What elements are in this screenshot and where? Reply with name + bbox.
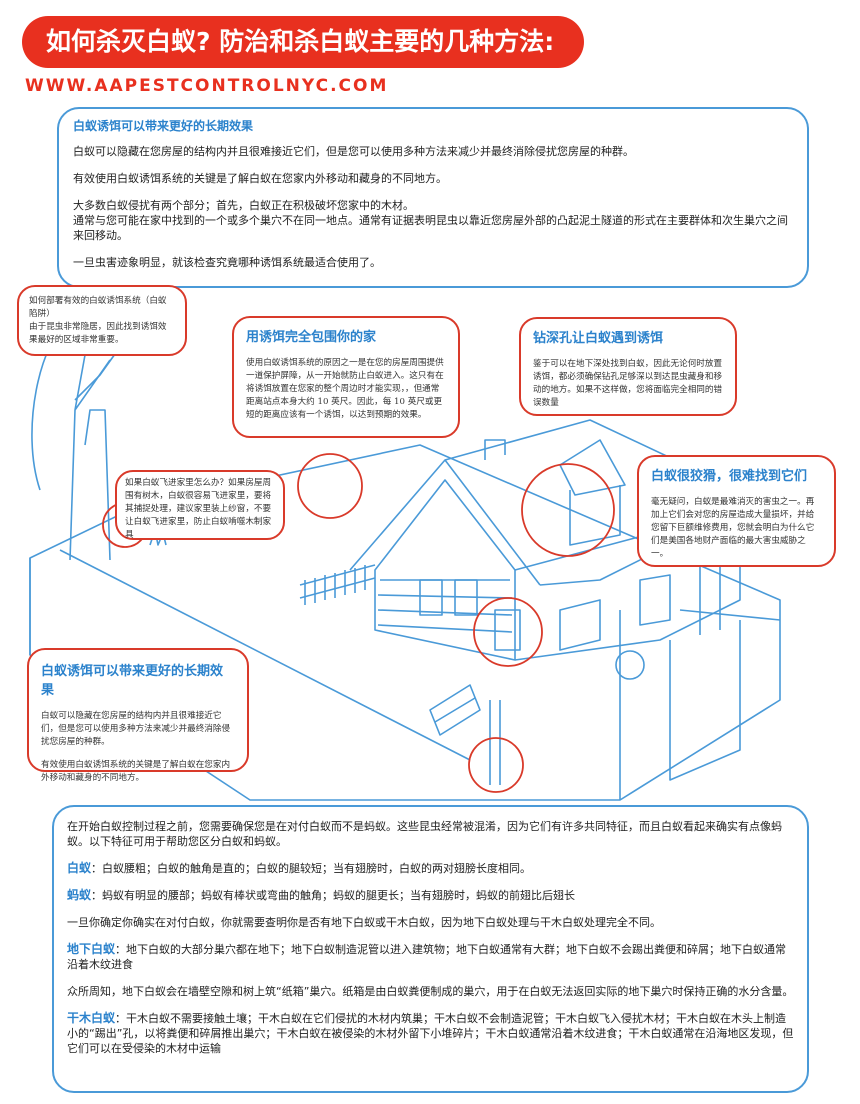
callout-cunning-text: 毫无疑问，白蚁是最难消灭的害虫之一。再加上它们会对您的房屋造成大量损坏，并给您留… <box>651 497 815 559</box>
intro-paragraph-4: 一旦虫害迹象明显，就该检查究竟哪种诱饵系统最适合使用了。 <box>73 256 381 269</box>
intro-paragraph-3: 大多数白蚁侵扰有两个部分；首先，白蚁正在积极破坏您家中的木材。 通常与您可能在家… <box>73 199 788 242</box>
termite-traits-text: ：白蚁腰粗；白蚁的触角是直的；白蚁的腿较短；当有翅膀时，白蚁的两对翅膀长度相同。 <box>91 862 532 875</box>
termite-vs-ant-box: 在开始白蚁控制过程之前，您需要确保您是在对付白蚁而不是蚂蚁。这些昆虫经常被混淆，… <box>52 805 809 1093</box>
ant-traits: 蚂蚁：蚂蚁有明显的腰部；蚂蚁有棒状或弯曲的触角；蚂蚁的腿更长；当有翅膀时，蚂蚁的… <box>67 888 794 903</box>
drywood-traits: 干木白蚁：干木白蚁不需要接触土壤；干木白蚁在它们侵扰的木材内筑巢；干木白蚁不会制… <box>67 1011 794 1056</box>
intro-heading: 白蚁诱饵可以带来更好的长期效果 <box>73 119 254 133</box>
ant-keyword: 蚂蚁 <box>67 888 92 902</box>
bottom-intro: 在开始白蚁控制过程之前，您需要确保您是在对付白蚁而不是蚂蚁。这些昆虫经常被混淆，… <box>67 820 782 848</box>
termite-traits: 白蚁：白蚁腰粗；白蚁的触角是直的；白蚁的腿较短；当有翅膀时，白蚁的两对翅膀长度相… <box>67 861 794 876</box>
callout-drill-holes: 钻深孔让白蚁遇到诱饵 鉴于可以在地下深处找到白蚁，因此无论何时放置诱饵，都必须确… <box>519 317 737 416</box>
callout-surround-text: 使用白蚁诱饵系统的原因之一是在您的房屋周围提供一道保护屏障，从一开始就防止白蚁进… <box>246 358 444 420</box>
callout-surround-heading: 用诱饵完全包围你的家 <box>246 330 377 345</box>
ant-traits-text: ：蚂蚁有明显的腰部；蚂蚁有棒状或弯曲的触角；蚂蚁的腿更长；当有翅膀时，蚂蚁的前翅… <box>91 889 576 902</box>
callout-deploy-bait: 如何部署有效的白蚁诱饵系统（白蚁陷阱） 由于昆虫非常隐居，因此找到诱饵效果最好的… <box>17 285 187 356</box>
drywood-keyword: 干木白蚁 <box>67 1011 116 1025</box>
carton-nest-text: 众所周知，地下白蚁会在墙壁空隙和树上筑“纸箱”巢穴。纸箱是由白蚁粪便制成的巢穴，… <box>67 985 794 998</box>
callout-deploy-text: 如何部署有效的白蚁诱饵系统（白蚁陷阱） 由于昆虫非常隐居，因此找到诱饵效果最好的… <box>29 296 167 345</box>
callout-flying-termites: 如果白蚁飞进家里怎么办？如果房屋周围有树木，白蚁很容易飞进家里，要将其捕捉处理，… <box>115 470 285 540</box>
callout-cunning-heading: 白蚁很狡猾，很难找到它们 <box>651 469 808 484</box>
termite-keyword: 白蚁 <box>67 861 92 875</box>
page-title: 如何杀灭白蚁? 防治和杀白蚁主要的几种方法: <box>22 16 584 68</box>
callout-bait-long-term: 白蚁诱饵可以带来更好的长期效果 白蚁可以隐藏在您房屋的结构内并且很难接近它们，但… <box>27 648 249 783</box>
drywood-traits-text: ：干木白蚁不需要接触土壤；干木白蚁在它们侵扰的木材内筑巢；干木白蚁不会制造泥管；… <box>67 1012 794 1055</box>
subterranean-keyword: 地下白蚁 <box>67 942 116 956</box>
intro-box: 白蚁诱饵可以带来更好的长期效果 白蚁可以隐藏在您房屋的结构内并且很难接近它们，但… <box>57 107 809 288</box>
identify-type-text: 一旦你确定你确实在对付白蚁，你就需要查明你是否有地下白蚁或干木白蚁，因为地下白蚁… <box>67 916 661 929</box>
callout-flying-text: 如果白蚁飞进家里怎么办？如果房屋周围有树木，白蚁很容易飞进家里，要将其捕捉处理，… <box>125 478 272 540</box>
website-url[interactable]: WWW.AAPESTCONTROLNYC.COM <box>25 76 389 96</box>
callout-bait-text-1: 白蚁可以隐藏在您房屋的结构内并且很难接近它们，但是您可以使用多种方法来减少并最终… <box>41 711 231 747</box>
callout-bait-heading: 白蚁诱饵可以带来更好的长期效果 <box>41 664 224 698</box>
subterranean-traits: 地下白蚁：地下白蚁的大部分巢穴都在地下；地下白蚁制造泥管以进入建筑物；地下白蚁通… <box>67 942 794 972</box>
callout-cunning-termites: 白蚁很狡猾，很难找到它们 毫无疑问，白蚁是最难消灭的害虫之一。再加上它们会对您的… <box>637 455 836 567</box>
subterranean-traits-text: ：地下白蚁的大部分巢穴都在地下；地下白蚁制造泥管以进入建筑物；地下白蚁通常有大群… <box>67 943 787 971</box>
intro-paragraph-1: 白蚁可以隐藏在您房屋的结构内并且很难接近它们，但是您可以使用多种方法来减少并最终… <box>73 145 634 158</box>
callout-surround-home: 用诱饵完全包围你的家 使用白蚁诱饵系统的原因之一是在您的房屋周围提供一道保护屏障… <box>232 316 460 438</box>
callout-bait-text-2: 有效使用白蚁诱饵系统的关键是了解白蚁在您家内外移动和藏身的不同地方。 <box>41 760 231 783</box>
intro-paragraph-2: 有效使用白蚁诱饵系统的关键是了解白蚁在您家内外移动和藏身的不同地方。 <box>73 172 447 185</box>
callout-drill-heading: 钻深孔让白蚁遇到诱饵 <box>533 331 664 346</box>
callout-drill-text: 鉴于可以在地下深处找到白蚁，因此无论何时放置诱饵，都必须确保钻孔足够深以到达昆虫… <box>533 359 723 408</box>
